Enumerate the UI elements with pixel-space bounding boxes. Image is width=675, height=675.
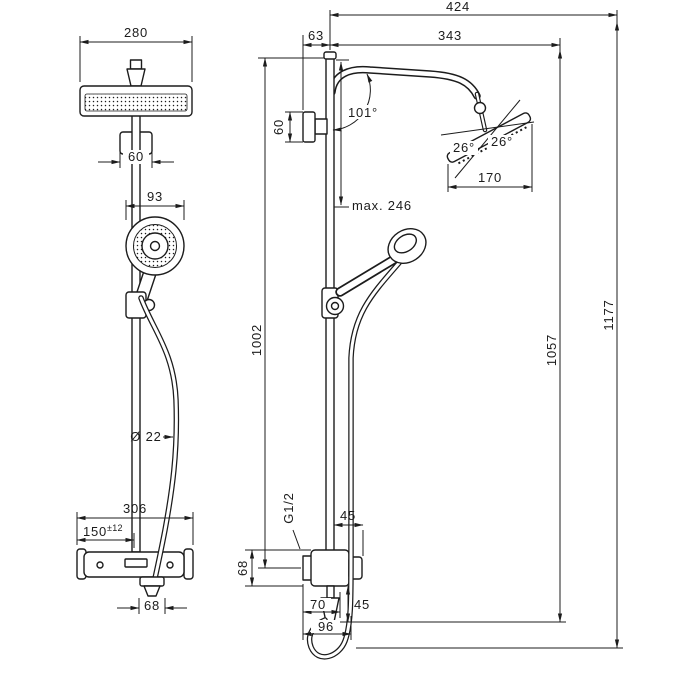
- dim-overall-depth: 424: [329, 0, 618, 50]
- dim-label-connection-tolerance: ±12: [107, 523, 123, 533]
- shower-arm: [328, 65, 481, 100]
- dim-label-head-depth: 170: [478, 170, 502, 185]
- dim-label-overall-height: 1177: [601, 299, 616, 330]
- dim-arm-angle: 101°: [332, 73, 380, 132]
- head-connector: [473, 91, 488, 133]
- dim-label-outlet-depth: 96: [318, 619, 334, 634]
- thermostat-valve: [76, 548, 194, 580]
- overhead-shower: [79, 85, 193, 117]
- dim-label-valve-height: 68: [235, 560, 250, 576]
- dim-overall-height: 1177: [356, 21, 623, 649]
- wall-bracket-side: [302, 111, 328, 143]
- dim-height-to-arm: 1002: [249, 57, 324, 569]
- dim-label-connection-spacing: 150: [83, 524, 107, 539]
- dim-valve-depth: 70: [302, 584, 341, 640]
- dim-label-head-tilt-right: 26°: [491, 134, 513, 149]
- dim-head-tilt: 26° 26°: [450, 134, 516, 155]
- dim-label-hose-diameter: Ø 22: [130, 429, 161, 444]
- shower-hose: [138, 295, 180, 595]
- hand-shower: [125, 216, 185, 302]
- dim-thread-size: G1/2: [281, 492, 301, 550]
- dim-hand-shower-width: 93: [125, 189, 185, 220]
- side-view: 424 343 63 101° 60 max. 246: [235, 0, 623, 660]
- dim-label-head-tilt-left: 26°: [453, 140, 475, 155]
- dim-height-to-head: 1057: [340, 38, 566, 623]
- dim-outlet-drop: 45: [345, 585, 370, 623]
- dim-hose-diameter: Ø 22: [130, 429, 174, 444]
- dim-label-bracket-width: 60: [128, 149, 144, 164]
- dim-label-valve-front-depth: 45: [340, 508, 356, 523]
- dim-label-valve-width: 306: [123, 501, 147, 516]
- shower-hose-side: [306, 260, 402, 660]
- dim-label-outlet-drop: 45: [354, 597, 370, 612]
- dim-label-head-width: 280: [124, 25, 148, 40]
- dim-head-depth: 170: [447, 124, 533, 192]
- riser-pipe: [131, 113, 141, 553]
- dim-outlet-depth: 96: [302, 616, 352, 640]
- dim-pipe-extension: max. 246: [334, 59, 412, 213]
- dim-label-pipe-extension: max. 246: [352, 198, 412, 213]
- dim-valve-width: 306: [76, 501, 194, 545]
- dim-label-arm-angle: 101°: [348, 105, 378, 120]
- front-view: 280 60 93 Ø 22 306: [76, 25, 194, 614]
- dim-label-overall-depth: 424: [446, 0, 470, 14]
- dim-bracket-width: 60: [98, 142, 174, 168]
- dim-arm-depth: 343: [329, 28, 561, 50]
- dim-label-bracket-height: 60: [271, 119, 286, 135]
- dim-wall-to-pipe: 63: [302, 28, 331, 110]
- valve-side: [302, 549, 363, 587]
- dim-head-width: 280: [79, 25, 193, 82]
- dim-label-height-to-head: 1057: [544, 334, 559, 366]
- dim-connection-spacing: 150 ±12: [76, 523, 135, 548]
- hose-outlet: [139, 576, 165, 597]
- dim-label-arm-depth: 343: [438, 28, 462, 43]
- dim-valve-front-depth: 45: [333, 508, 364, 556]
- dim-label-hand-shower-width: 93: [147, 189, 163, 204]
- dim-bracket-height: 60: [271, 111, 303, 143]
- dim-label-outlet-width: 68: [144, 598, 160, 613]
- dim-label-thread-size: G1/2: [281, 492, 296, 523]
- dim-valve-height: 68: [235, 549, 311, 587]
- dim-label-wall-to-pipe: 63: [308, 28, 324, 43]
- hand-shower-side: [325, 228, 427, 316]
- dim-outlet-width: 68: [117, 598, 187, 614]
- shower-head-stem: [126, 59, 146, 87]
- dim-label-height-to-arm: 1002: [249, 324, 264, 356]
- dim-label-valve-depth: 70: [310, 597, 326, 612]
- head-tilt-lines: [440, 99, 535, 179]
